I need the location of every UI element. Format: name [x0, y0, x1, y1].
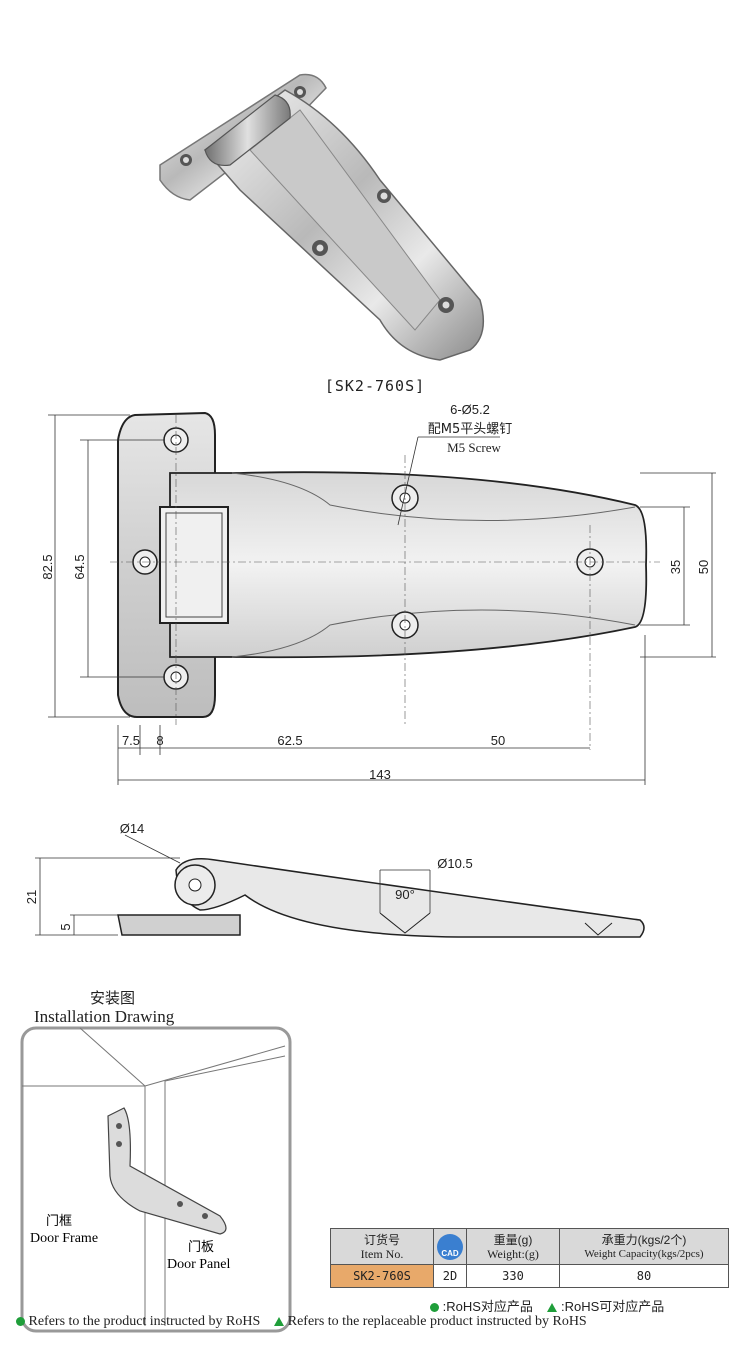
side-thickness: 5	[58, 923, 73, 930]
rohs-triangle-icon	[274, 1317, 285, 1327]
spec-table: 订货号 Item No. CAD 重量(g) Weight:(g) 承重力(kg…	[330, 1228, 729, 1288]
model-label: [SK2-760S]	[324, 377, 426, 395]
screw-label-cn: 配M5平头螺钉	[428, 422, 513, 437]
hdr-weight: 重量(g) Weight:(g)	[466, 1228, 560, 1265]
product-photo	[159, 73, 485, 361]
screw-label-en: M5 Screw	[447, 440, 501, 455]
rohs-dot-icon	[430, 1303, 439, 1313]
countersink-dia: Ø10.5	[437, 856, 472, 871]
cell-weight: 330	[466, 1264, 560, 1288]
dim-overall-height: 82.5	[40, 554, 55, 579]
pin-dia: Ø14	[120, 821, 145, 836]
rohs-triangle-icon	[547, 1303, 558, 1313]
install-title-en: Installation Drawing	[34, 1007, 175, 1026]
frame-label-en: Door Frame	[30, 1231, 98, 1246]
install-hinge	[107, 1107, 227, 1235]
dim-d4: 50	[491, 733, 505, 748]
install-title-cn: 安装图	[90, 990, 136, 1007]
dim-d3: 62.5	[277, 733, 302, 748]
countersink-angle: 90°	[395, 887, 415, 902]
hdr-capacity: 承重力(kgs/2个) Weight Capacity(kgs/2pcs)	[559, 1228, 729, 1265]
dim-leaf-inner: 35	[668, 560, 683, 574]
cad-icon: CAD	[437, 1233, 463, 1260]
legend-en: Refers to the product instructed by RoHS…	[16, 1314, 587, 1330]
top-view-drawing: 82.5 64.5 35 50 7.5 8 62.5 50 143 6-Ø5.2…	[40, 402, 716, 785]
cell-cad: 2D	[433, 1264, 467, 1288]
legend-cn: :RoHS对应产品 :RoHS可对应产品	[430, 1296, 664, 1315]
spec-header-row: 订货号 Item No. CAD 重量(g) Weight:(g) 承重力(kg…	[330, 1228, 729, 1265]
panel-label-cn: 门板	[188, 1240, 214, 1255]
panel-label-en: Door Panel	[167, 1257, 230, 1272]
dim-d1: 7.5	[122, 733, 140, 748]
frame-label-cn: 门框	[46, 1214, 72, 1229]
dim-hole-spacing-v: 64.5	[72, 554, 87, 579]
side-view-drawing: 21 5 Ø14 Ø10.5 90°	[24, 821, 645, 938]
side-leaf	[175, 858, 645, 938]
hdr-cad: CAD	[433, 1228, 467, 1265]
spec-data-row: SK2-760S 2D 330 80	[330, 1264, 729, 1288]
hole-label: 6-Ø5.2	[450, 402, 490, 417]
hdr-item: 订货号 Item No.	[330, 1228, 434, 1265]
dim-overall-length: 143	[369, 767, 391, 782]
side-height: 21	[24, 890, 39, 904]
cell-item: SK2-760S	[330, 1264, 434, 1288]
installation-drawing: 门框 Door Frame 门板 Door Panel	[20, 1026, 292, 1333]
rohs-dot-icon	[16, 1317, 25, 1327]
dim-d2: 8	[156, 733, 163, 748]
hinge-knuckle	[204, 94, 291, 167]
side-base	[117, 914, 241, 936]
knuckle-rect	[159, 506, 229, 624]
cell-capacity: 80	[559, 1264, 729, 1288]
dim-leaf-outer: 50	[696, 560, 711, 574]
